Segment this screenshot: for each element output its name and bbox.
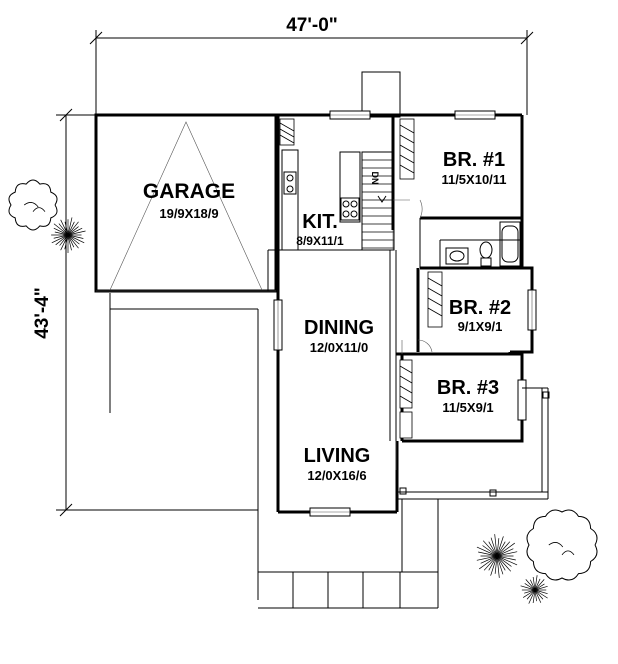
br2-size: 9/1X9/1 [458,319,503,334]
stair-label: DN [370,172,380,185]
shrub [520,575,548,604]
bathroom [445,221,521,267]
dining-size: 12/0X11/0 [310,340,369,355]
tree [51,217,86,253]
width-dimension-label: 47'-0" [286,15,338,36]
kitchen-fixtures [281,149,361,251]
front-porch [397,387,550,500]
walkway [258,499,439,609]
shrub [476,534,518,578]
br3-size: 11/5X9/1 [442,400,493,415]
shrub [8,179,58,231]
chimney [361,71,401,118]
tree [526,509,598,581]
garage: GARAGE 19/9X18/9 [94,113,278,600]
br2-label: BR. #2 [449,297,511,319]
kitchen-size: 8/9X11/1 [296,234,344,248]
closets [279,118,443,439]
br1-size: 11/5X10/11 [441,172,506,187]
br1-label: BR. #1 [443,149,505,171]
doors [392,199,433,470]
garage-size: 19/9X18/9 [159,206,218,221]
kitchen-label: KIT. [302,211,338,233]
width-dimension: 47'-0" [89,15,534,115]
stairs: DN [361,151,395,251]
living-size: 12/0X16/6 [307,468,366,483]
dining-label: DINING [304,317,374,339]
room-labels: KIT. 8/9X11/1 DINING 12/0X11/0 LIVING 12… [296,149,511,483]
depth-dimension-label: 43'-4" [32,287,53,339]
depth-dimension: 43'-4" [32,108,258,517]
br3-label: BR. #3 [437,377,499,399]
garage-label: GARAGE [143,180,235,203]
living-label: LIVING [304,445,371,467]
landscape [8,179,598,604]
windows [273,110,537,517]
